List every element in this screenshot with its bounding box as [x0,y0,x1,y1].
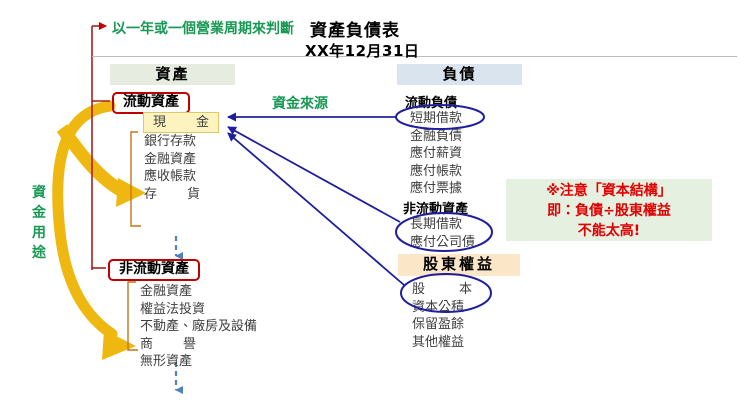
use-of-funds-char: 用 [32,225,46,241]
warning-line: ※注意「資本結構」 [546,183,672,199]
assets-section-header: 資產 [110,64,235,85]
equity-item-list: 股本 資本公積 保留盈餘 其他權益 [412,281,472,351]
liabilities-section-header: 負債 [397,64,522,85]
bracket-noncurrent-assets [127,281,138,351]
current-assets-label: 流動資產 [112,92,190,114]
list-item: 無形資產 [140,354,193,369]
list-item: 銀行存款 [144,134,197,149]
current-liabilities-label: 流動負債 [405,96,458,111]
list-item: 長期借款 [410,217,463,232]
page-subtitle-date: XX年12月31日 [305,42,420,60]
warning-line: 即：負債÷股東權益 [547,203,671,219]
list-item-text: 商譽 [140,336,196,352]
list-item: 應收帳款 [144,169,197,184]
use-of-funds-label: 資 金 用 途 [30,183,48,263]
list-item: 資本公積 [412,299,465,315]
capital-structure-warning-box: ※注意「資本結構」 即：負債÷股東權益 不能太高! [506,179,712,241]
list-item-text: 存貨 [144,186,200,202]
flow-arrow-long-term-debt-to-cash [227,126,401,223]
warning-line: 不能太高! [577,223,641,239]
list-item-text: 股本 [412,282,472,297]
list-item: 商譽 [140,336,257,354]
current-liabilities-item-list: 短期借款 金融負債 應付薪資 應付帳款 應付票據 [410,110,462,198]
judgement-rule-note: 以一年或一個營業周期來判斷 [112,21,294,37]
noncurrent-liabilities-item-list: 長期借款 應付公司債 [410,216,475,251]
bracket-current-assets [130,131,141,227]
list-item: 股本 [412,281,472,299]
current-assets-item-list: 銀行存款 金融資產 應收帳款 存貨 [144,133,200,203]
list-item: 保留盈餘 [412,317,465,332]
noncurrent-assets-label: 非流動資產 [108,259,200,281]
header-divider [92,56,737,57]
equity-section-header: 股東權益 [398,254,520,276]
list-item: 其他權益 [412,334,465,350]
list-item: 存貨 [144,186,200,204]
red-judgement-connector [91,22,110,270]
list-item: 權益法投資 [140,301,206,317]
source-of-funds-label: 資金來源 [272,96,328,112]
use-of-funds-char: 金 [32,205,46,221]
cash-item-label: 現金 [153,115,209,130]
use-of-funds-char: 途 [32,245,46,261]
noncurrent-liabilities-label: 非流動資產 [403,202,469,217]
cash-highlight-cell: 現金 [143,112,219,133]
list-item: 不動產、廠房及設備 [140,319,258,334]
flow-arrow-equity-to-cash [227,132,405,286]
list-item: 應付公司債 [410,234,476,250]
list-item: 金融資產 [140,284,193,299]
list-item: 短期借款 [410,111,463,126]
use-of-funds-char: 資 [32,185,46,201]
list-item: 應付票據 [410,181,463,196]
page-title: 資產負債表 [310,21,400,41]
list-item: 金融資產 [144,151,197,167]
list-item: 應付帳款 [410,163,463,179]
list-item: 金融負債 [410,128,463,144]
gold-arrow-current [52,100,146,360]
noncurrent-assets-item-list: 金融資產 權益法投資 不動產、廠房及設備 商譽 無形資產 [140,283,257,371]
list-item: 應付薪資 [410,146,463,161]
